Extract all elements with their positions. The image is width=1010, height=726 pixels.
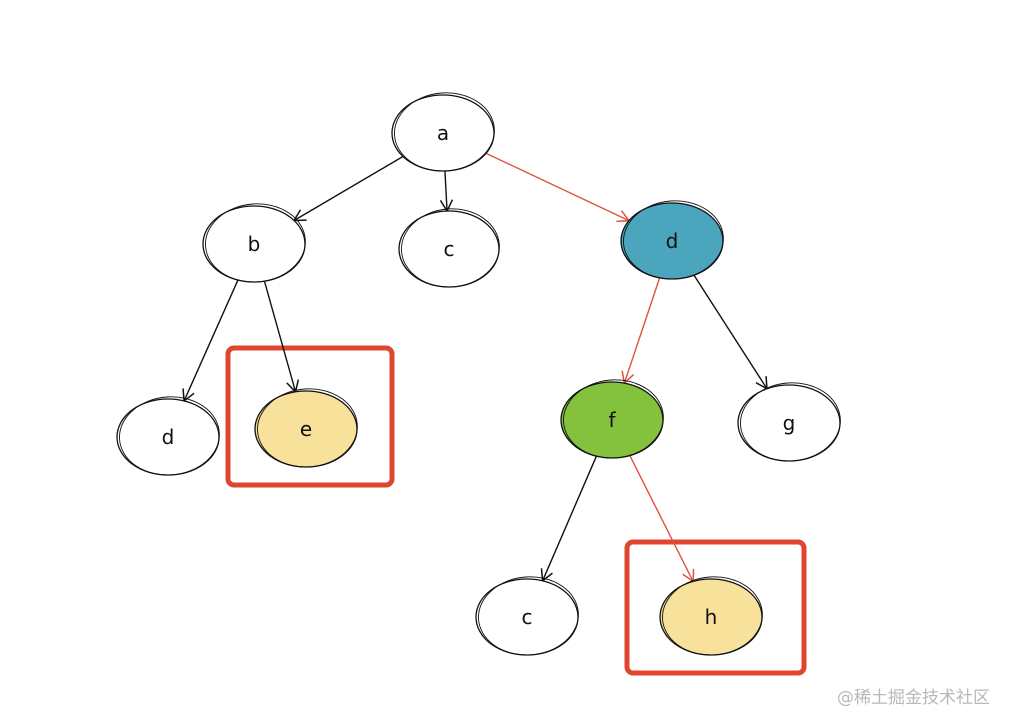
edge-b-to-d_left xyxy=(182,279,239,403)
node-label-c2: c xyxy=(522,605,533,629)
node-a1: a xyxy=(391,92,495,172)
node-label-e: e xyxy=(300,417,312,441)
node-outline-a1 xyxy=(394,92,495,172)
node-outline-f xyxy=(563,379,664,459)
node-label-g: g xyxy=(783,411,796,435)
watermark-text: @稀土掘金技术社区 xyxy=(837,688,990,708)
highlight-box-h xyxy=(624,539,807,676)
node-label-c1: c xyxy=(444,237,455,261)
node-outline-c1 xyxy=(401,208,500,288)
node-outline-g xyxy=(740,382,841,462)
edge-d_right-to-g xyxy=(693,274,768,391)
node-d_right: d xyxy=(620,200,724,280)
node-outline-d_left xyxy=(119,396,220,476)
node-g: g xyxy=(737,382,841,462)
node-c2: c xyxy=(475,576,579,656)
node-c1: c xyxy=(398,208,500,288)
edge-b-to-e xyxy=(263,281,300,394)
edge-a1-to-b xyxy=(292,155,404,222)
edge-a1-to-c1 xyxy=(439,170,454,213)
highlight-box-e xyxy=(225,345,395,488)
node-h: h xyxy=(659,576,763,656)
node-label-b: b xyxy=(248,232,261,256)
node-outline-d_right xyxy=(623,200,724,280)
node-outline-c2 xyxy=(478,576,579,656)
node-outline-b xyxy=(205,203,306,283)
node-label-f: f xyxy=(608,408,616,432)
node-label-a1: a xyxy=(437,121,449,145)
edge-f-to-h xyxy=(629,455,695,583)
edge-d_right-to-f xyxy=(621,277,661,385)
node-outline-h xyxy=(662,576,763,656)
node-label-d_left: d xyxy=(162,425,175,449)
node-b: b xyxy=(202,203,306,283)
node-f: f xyxy=(560,379,664,459)
node-label-h: h xyxy=(705,605,718,629)
node-e: e xyxy=(254,388,358,468)
edge-f-to-c2 xyxy=(540,455,598,583)
node-outline-e xyxy=(257,388,358,468)
edge-a1-to-d_right xyxy=(485,152,631,223)
node-label-d_right: d xyxy=(666,229,679,253)
node-d_left: d xyxy=(116,396,220,476)
